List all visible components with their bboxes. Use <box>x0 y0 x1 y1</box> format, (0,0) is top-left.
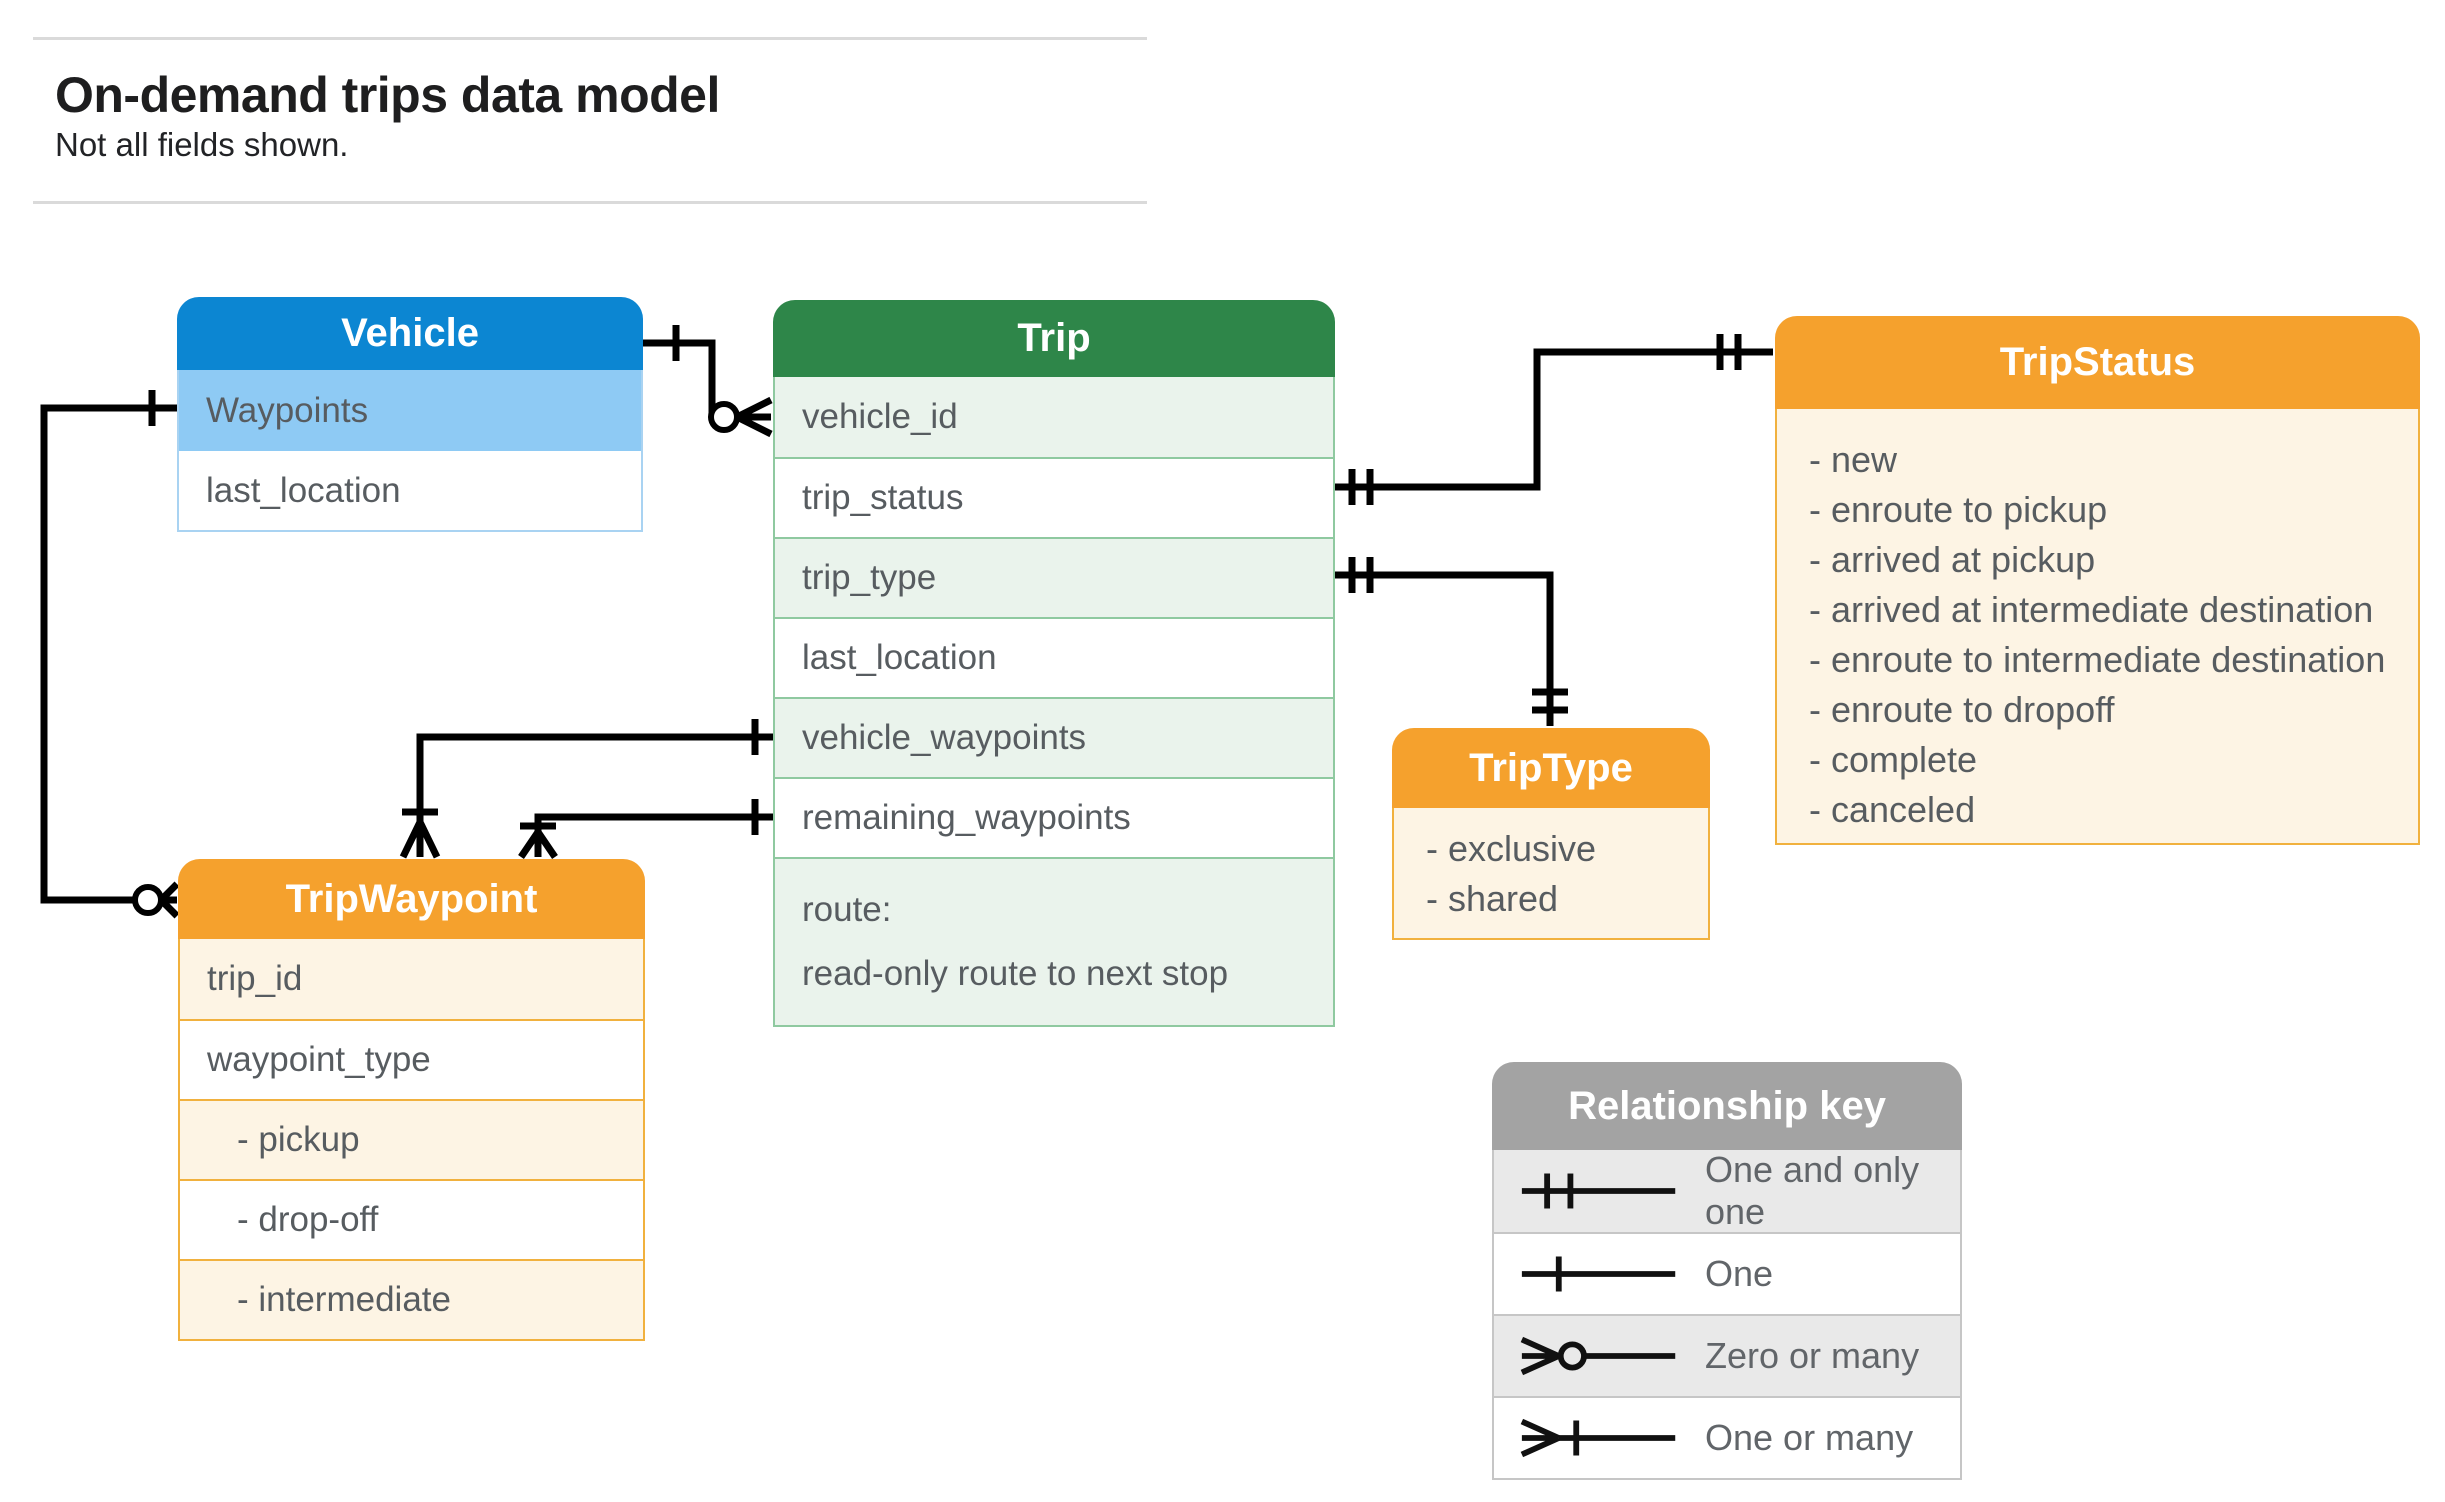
waypoint-value-intermediate: - intermediate <box>180 1259 643 1339</box>
waypoint-value-dropoff: - drop-off <box>180 1179 643 1259</box>
status-value: - canceled <box>1809 789 1976 830</box>
legend-label: One <box>1705 1253 1774 1294</box>
legend-row-one-or-many: One or many <box>1494 1396 1960 1478</box>
entity-tripwaypoint: TripWaypoint trip_id waypoint_type - pic… <box>178 859 645 1341</box>
row-vehicle-waypoints: vehicle_waypoints <box>775 697 1333 777</box>
connector-vehicle-to-trip <box>643 325 773 438</box>
status-value: - enroute to dropoff <box>1809 689 2115 730</box>
row-trip-type: trip_type <box>775 537 1333 617</box>
entity-triptype-body: - exclusive - shared <box>1392 808 1710 940</box>
connector-trip-remaining-waypoints-to-tripwaypoint <box>518 799 773 859</box>
row-last-location: last_location <box>775 617 1333 697</box>
page-title: On-demand trips data model <box>55 67 720 123</box>
connector-trip-type-to-triptype <box>1335 557 1568 726</box>
zero-or-many-icon <box>1520 1336 1676 1376</box>
type-value-shared: - shared <box>1426 878 1559 919</box>
status-value: - new <box>1809 439 1898 480</box>
zero-circle <box>708 401 740 433</box>
legend-row-zero-or-many: Zero or many <box>1494 1314 1960 1396</box>
status-value: - enroute to intermediate destination <box>1809 639 2386 680</box>
entity-trip-title: Trip <box>773 300 1335 377</box>
legend-label: Zero or many <box>1705 1335 1920 1376</box>
route-label: route: <box>802 890 892 929</box>
page-subtitle: Not all fields shown. <box>55 126 349 163</box>
one-and-only-one-icon <box>1521 1173 1676 1209</box>
connector-trip-status-to-tripstatus <box>1335 334 1773 505</box>
zero-circle <box>132 884 164 916</box>
header-divider <box>33 201 1147 204</box>
row-vehicle-id: vehicle_id <box>775 377 1333 457</box>
entity-trip: Trip vehicle_id trip_status trip_type la… <box>773 300 1335 1027</box>
entity-tripwaypoint-title: TripWaypoint <box>178 859 645 939</box>
legend-label: One and only one <box>1705 1149 1920 1232</box>
status-value: - arrived at intermediate destination <box>1809 589 2374 630</box>
legend-row-one-and-only-one: One and only one <box>1494 1149 1960 1232</box>
relationship-key: Relationship key One and only one One <box>1492 1062 1962 1480</box>
type-value-exclusive: - exclusive <box>1426 828 1597 869</box>
entity-vehicle-title: Vehicle <box>177 297 643 370</box>
top-divider <box>33 37 1147 40</box>
crow-foot <box>518 830 558 859</box>
relationship-key-body: One and only one One Zero or many <box>1492 1149 1962 1480</box>
status-value: - arrived at pickup <box>1809 539 2096 580</box>
row-waypoint-type: waypoint_type <box>180 1019 643 1099</box>
row-trip-id: trip_id <box>180 939 643 1019</box>
one-or-many-icon <box>1520 1418 1676 1458</box>
row-waypoints: Waypoints <box>179 370 641 451</box>
entity-vehicle-body: Waypoints last_location <box>177 370 643 532</box>
entity-vehicle: Vehicle Waypoints last_location <box>177 297 643 532</box>
row-last-location: last_location <box>179 451 641 530</box>
crow-foot <box>735 396 773 438</box>
waypoint-value-pickup: - pickup <box>180 1099 643 1179</box>
status-value: - complete <box>1809 739 1978 780</box>
entity-tripwaypoint-body: trip_id waypoint_type - pickup - drop-of… <box>178 939 645 1341</box>
row-remaining-waypoints: remaining_waypoints <box>775 777 1333 857</box>
entity-tripstatus-body: - new - enroute to pickup - arrived at p… <box>1775 409 2420 845</box>
crow-foot <box>399 820 441 859</box>
row-route: route: read-only route to next stop <box>775 857 1333 1025</box>
route-description: read-only route to next stop <box>802 954 1229 993</box>
entity-triptype: TripType - exclusive - shared <box>1392 728 1710 940</box>
row-trip-status: trip_status <box>775 457 1333 537</box>
entity-triptype-title: TripType <box>1392 728 1710 808</box>
one-icon <box>1521 1256 1676 1292</box>
entity-tripstatus-title: TripStatus <box>1775 316 2420 409</box>
entity-tripstatus: TripStatus - new - enroute to pickup - a… <box>1775 316 2420 845</box>
status-value: - enroute to pickup <box>1809 489 2108 530</box>
crow-foot <box>158 881 180 919</box>
legend-label: One or many <box>1705 1417 1914 1458</box>
relationship-key-title: Relationship key <box>1492 1062 1962 1150</box>
legend-row-one: One <box>1494 1232 1960 1314</box>
connector-trip-vehicle-waypoints-to-tripwaypoint <box>399 719 773 859</box>
entity-trip-body: vehicle_id trip_status trip_type last_lo… <box>773 377 1335 1027</box>
connector-vehicle-waypoints-to-tripwaypoint <box>40 390 180 919</box>
